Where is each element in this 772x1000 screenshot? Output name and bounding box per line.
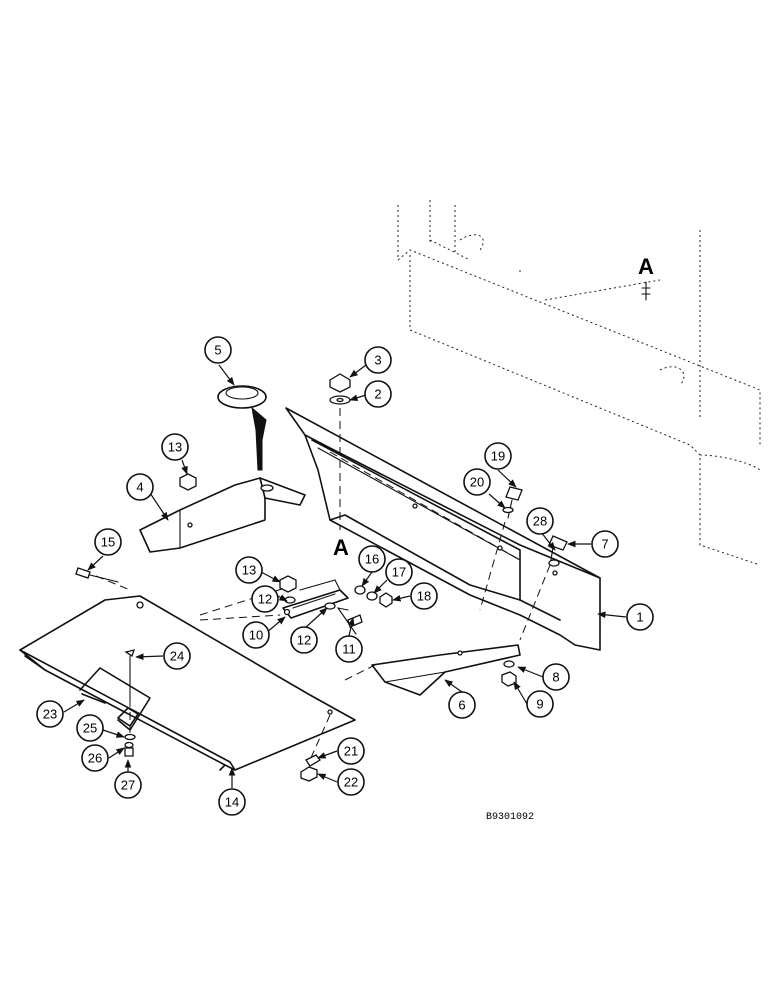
svg-text:25: 25 [83, 721, 97, 736]
svg-text:10: 10 [249, 628, 263, 643]
callout-3: 3 [364, 346, 392, 374]
svg-text:8: 8 [552, 670, 559, 685]
part-bracket [139, 477, 306, 553]
callouts: 1 2 3 4 5 6 7 8 9 10 11 12 12 13 13 14 1… [36, 336, 654, 816]
svg-text:2: 2 [374, 387, 381, 402]
callout-9: 9 [526, 690, 554, 718]
part-grommet [217, 385, 267, 471]
svg-text:5: 5 [214, 343, 221, 358]
callout-11: 11 [335, 635, 363, 663]
view-letter-lower: A [333, 535, 349, 560]
callout-27: 27 [114, 771, 142, 799]
part-slotted-strap [282, 579, 349, 619]
leader-lines [63, 364, 627, 788]
svg-text:3: 3 [374, 353, 381, 368]
machine-body [397, 200, 761, 566]
callout-20: 20 [463, 468, 491, 496]
callout-22: 22 [337, 768, 365, 796]
svg-text:12: 12 [258, 592, 272, 607]
svg-text:22: 22 [344, 775, 358, 790]
callout-12: 12 [251, 585, 279, 613]
svg-text:4: 4 [136, 480, 143, 495]
callout-15: 15 [94, 528, 122, 556]
svg-text:26: 26 [88, 751, 102, 766]
svg-text:15: 15 [101, 535, 115, 550]
callout-1: 1 [626, 603, 654, 631]
callout-23: 23 [36, 700, 64, 728]
svg-text:21: 21 [344, 744, 358, 759]
svg-text:11: 11 [342, 642, 356, 657]
svg-text:7: 7 [601, 537, 608, 552]
svg-text:19: 19 [491, 449, 505, 464]
part-handle [79, 667, 151, 731]
callout-2: 2 [364, 380, 392, 408]
callout-13: 13 [161, 433, 189, 461]
figure-reference-code: B9301092 [486, 812, 534, 823]
svg-text:20: 20 [470, 475, 484, 490]
callout-26: 26 [81, 744, 109, 772]
callout-13: 13 [235, 556, 263, 584]
svg-text:1: 1 [636, 610, 643, 625]
svg-text:23: 23 [43, 707, 57, 722]
svg-text:18: 18 [417, 589, 431, 604]
svg-text:16: 16 [365, 552, 379, 567]
part-panel-long [285, 407, 601, 651]
callout-10: 10 [242, 621, 270, 649]
svg-text:9: 9 [536, 697, 543, 712]
svg-text:27: 27 [121, 778, 135, 793]
callout-12: 12 [290, 626, 318, 654]
svg-text:13: 13 [242, 563, 256, 578]
view-letter-upper: A [638, 254, 654, 279]
callout-5: 5 [204, 336, 232, 364]
callout-16: 16 [358, 545, 386, 573]
assembly-lines [95, 408, 551, 761]
callout-6: 6 [448, 691, 476, 719]
svg-text:17: 17 [392, 565, 406, 580]
svg-text:13: 13 [168, 440, 182, 455]
callout-18: 18 [410, 582, 438, 610]
callout-17: 17 [385, 558, 413, 586]
callout-21: 21 [337, 737, 365, 765]
svg-text:6: 6 [458, 698, 465, 713]
callout-28: 28 [526, 507, 554, 535]
part-floor-plate [19, 595, 356, 771]
callout-4: 4 [126, 473, 154, 501]
svg-text:24: 24 [170, 649, 184, 664]
callout-25: 25 [76, 714, 104, 742]
callout-19: 19 [484, 442, 512, 470]
svg-text:14: 14 [225, 795, 239, 810]
svg-text:12: 12 [297, 633, 311, 648]
callout-7: 7 [591, 530, 619, 558]
callout-24: 24 [163, 642, 191, 670]
svg-text:28: 28 [533, 514, 547, 529]
part-plate-small [371, 644, 521, 696]
callout-8: 8 [542, 663, 570, 691]
callout-14: 14 [218, 788, 246, 816]
